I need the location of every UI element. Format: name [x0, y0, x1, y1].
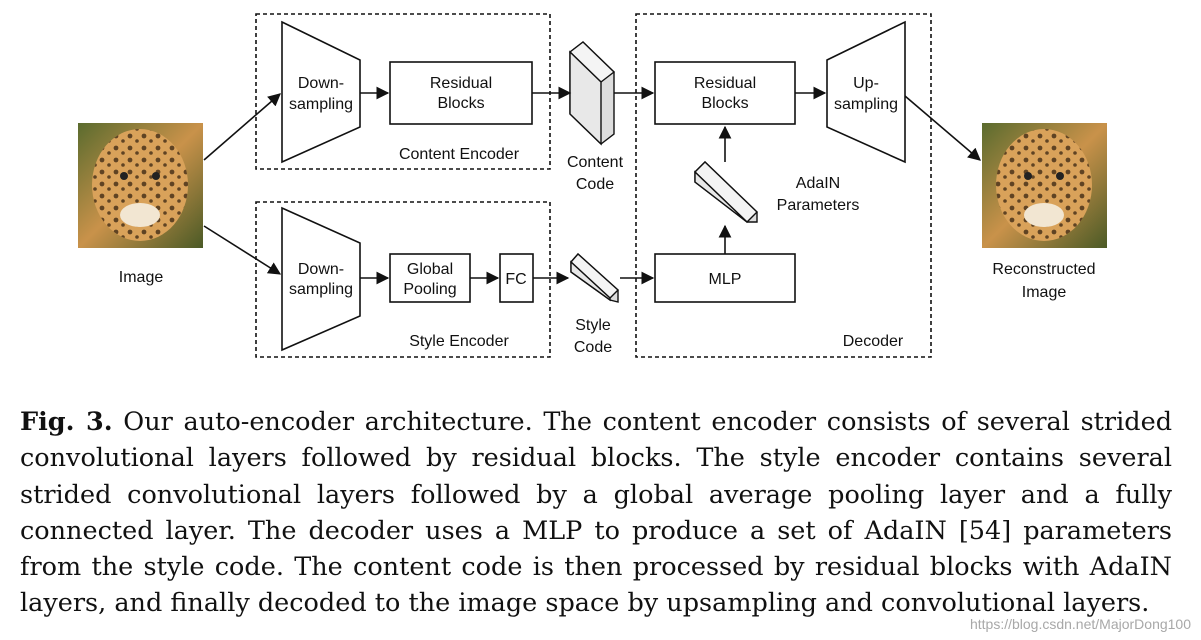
flow-arrows — [203, 86, 981, 285]
style-downsampling-block — [281, 206, 361, 352]
watermark: https://blog.csdn.net/MajorDong100 — [969, 616, 1191, 632]
reconstructed-image-label-line1: Reconstructed — [992, 261, 1095, 278]
style-downsampling-label-line1: Down- — [298, 261, 344, 278]
content-downsampling-label-line2: sampling — [289, 96, 353, 113]
content-downsampling-block — [281, 20, 361, 164]
decoder-residual-blocks — [654, 61, 796, 125]
adain-label-line1: AdaIN — [796, 175, 840, 192]
decoder-residual-label-line1: Residual — [694, 75, 756, 92]
caption-label: Fig. 3. — [20, 407, 113, 437]
global-pooling-label-line2: Pooling — [403, 281, 456, 298]
figure-caption: Fig. 3. Our auto-encoder architecture. T… — [20, 404, 1172, 622]
upsampling-label-line1: Up- — [853, 75, 879, 92]
style-code-label-line2: Code — [574, 339, 612, 356]
content-downsampling-label-line1: Down- — [298, 75, 344, 92]
content-code-label-line1: Content — [567, 154, 624, 171]
global-pooling-block — [389, 253, 471, 303]
input-image — [78, 123, 203, 248]
style-code-block — [570, 253, 620, 303]
style-downsampling-label-line2: sampling — [289, 281, 353, 298]
input-image-label: Image — [119, 269, 164, 286]
decoder-title: Decoder — [843, 333, 904, 350]
fc-label: FC — [505, 271, 526, 288]
content-residual-label-line1: Residual — [430, 75, 492, 92]
content-encoder-frame — [255, 13, 551, 170]
content-code-block — [568, 41, 616, 146]
style-encoder-title: Style Encoder — [409, 333, 509, 350]
content-residual-label-line2: Blocks — [437, 95, 484, 112]
decoder-residual-label-line2: Blocks — [701, 95, 748, 112]
adain-parameters-block — [694, 161, 758, 223]
reconstructed-image-label-line2: Image — [1022, 284, 1067, 301]
upsampling-block — [826, 20, 906, 164]
mlp-block — [654, 253, 796, 303]
content-residual-blocks — [389, 61, 533, 125]
decoder-frame — [635, 13, 932, 358]
mlp-label: MLP — [709, 271, 742, 288]
content-code-label-line2: Code — [576, 176, 614, 193]
style-encoder-frame — [255, 201, 551, 358]
content-encoder-title: Content Encoder — [399, 146, 520, 163]
global-pooling-label-line1: Global — [407, 261, 453, 278]
adain-label-line2: Parameters — [777, 197, 860, 214]
upsampling-label-line2: sampling — [834, 96, 898, 113]
style-code-label-line1: Style — [575, 317, 611, 334]
reconstructed-image — [982, 123, 1107, 248]
architecture-diagram: Image Reconstructed Image Down- sampling… — [78, 13, 1107, 358]
caption-text: Our auto-encoder architecture. The conte… — [20, 407, 1173, 619]
